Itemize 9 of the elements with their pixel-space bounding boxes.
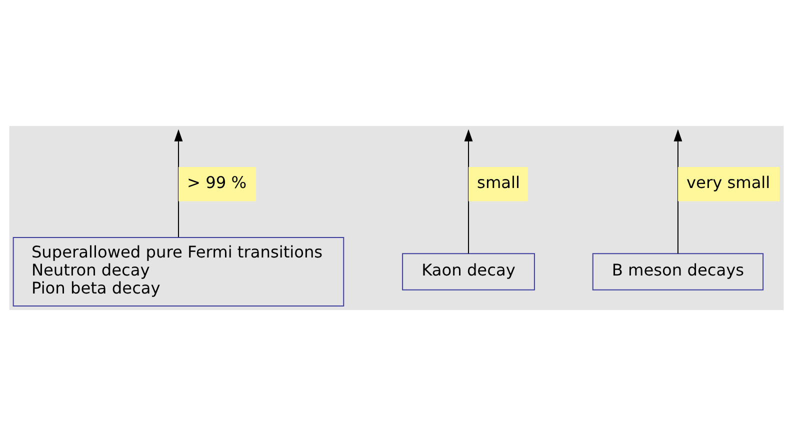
arrow: [174, 128, 183, 237]
edge-label: small: [477, 172, 520, 192]
edge-label: > 99 %: [187, 172, 247, 192]
node-box: Kaon decay: [402, 252, 535, 290]
edge-label: very small: [686, 172, 770, 192]
node-box: Superallowed pure Fermi transitions Neutron decay Pion beta decay: [12, 236, 344, 306]
node-box: B meson decays: [592, 252, 764, 290]
arrow: [464, 128, 473, 254]
arrow: [674, 128, 682, 254]
